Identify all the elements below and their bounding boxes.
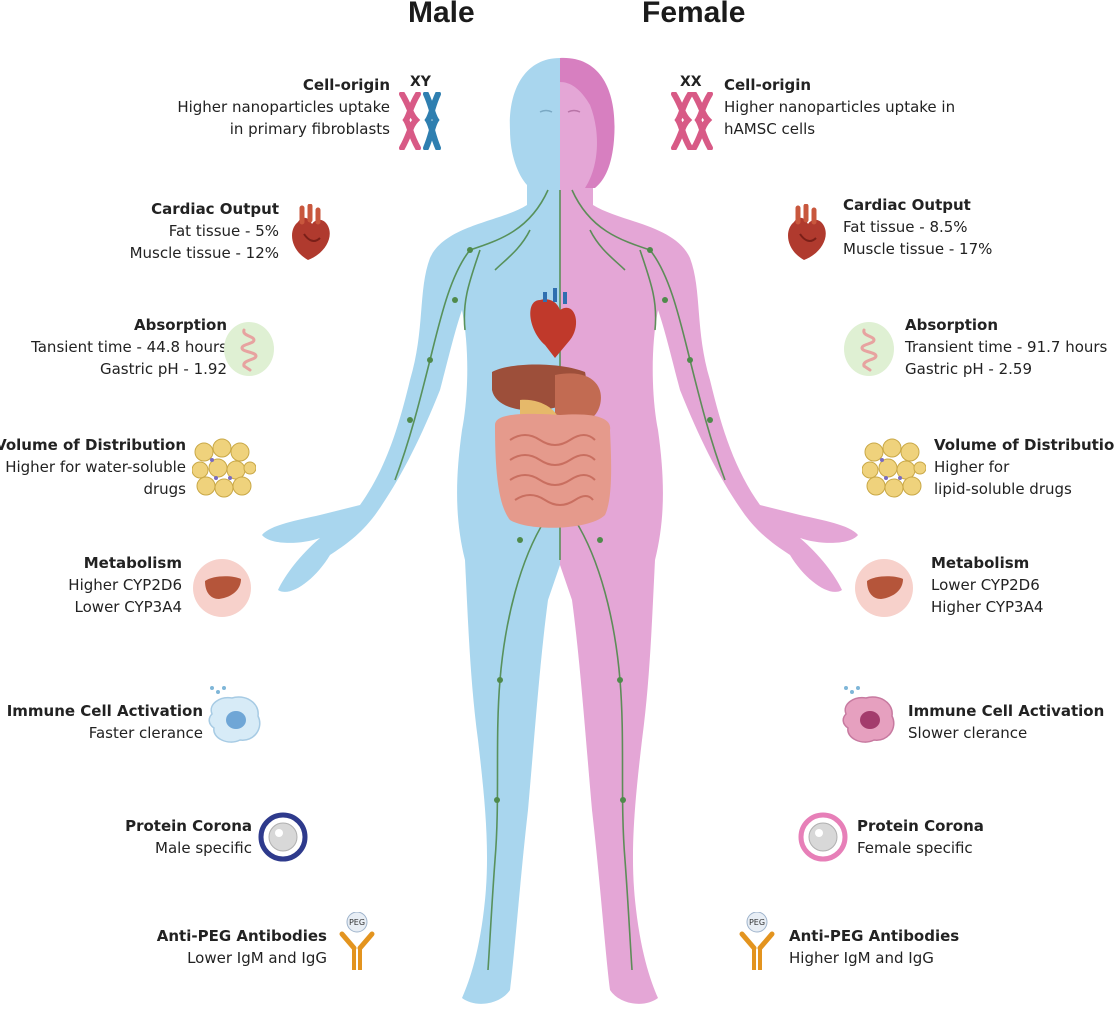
intestine-icon-female [844, 322, 894, 376]
female-antipeg-line-1: Higher IgM and IgG [789, 949, 934, 967]
male-vd-line-2: drugs [143, 480, 186, 498]
immune-cell-icon-female [842, 686, 895, 743]
female-peg-tag: PEG [749, 918, 765, 927]
female-absorption-line-1: Transient time - 91.7 hours [905, 338, 1108, 356]
male-immune-title: Immune Cell Activation [6, 702, 203, 720]
male-absorption-title: Absorption [133, 316, 227, 334]
female-volume-distribution: Volume of Distribution Higher for lipid-… [934, 434, 1114, 500]
male-peg-tag: PEG [349, 918, 365, 927]
female-corona-icon [798, 812, 848, 862]
xx-chromosome-icon [671, 92, 713, 150]
male-corona-line-1: Male specific [155, 839, 252, 857]
heart-icon [292, 204, 330, 260]
female-absorption: Absorption Transient time - 91.7 hours G… [905, 314, 1107, 380]
liver-icon [193, 559, 251, 617]
female-vd-line-2: lipid-soluble drugs [934, 480, 1072, 498]
male-antibody-icon: PEG [339, 912, 375, 970]
male-cell-origin-line-2: in primary fibroblasts [229, 120, 390, 138]
male-corona-icon [258, 812, 308, 862]
male-vd-title: Volume of Distribution [0, 436, 186, 454]
male-cell-origin-line-1: Higher nanoparticles uptake [177, 98, 390, 116]
male-cardiac-line-2: Muscle tissue - 12% [129, 244, 279, 262]
female-metabolism: Metabolism Lower CYP2D6 Higher CYP3A4 [931, 552, 1043, 618]
female-cardiac-title: Cardiac Output [843, 196, 971, 214]
female-antipeg-title: Anti-PEG Antibodies [789, 927, 960, 945]
male-immune: Immune Cell Activation Faster clerance [7, 700, 203, 744]
male-absorption-line-1: Tansient time - 44.8 hours [31, 338, 227, 356]
male-metabolism-title: Metabolism [83, 554, 182, 572]
male-immune-line-1: Faster clerance [88, 724, 203, 742]
male-cardiac-output: Cardiac Output Fat tissue - 5% Muscle ti… [130, 198, 279, 264]
male-corona-title: Protein Corona [125, 817, 252, 835]
female-cell-origin: Cell-origin Higher nanoparticles uptake … [724, 74, 955, 140]
xy-chromosome-icon [399, 92, 441, 150]
female-vd-title: Volume of Distribution [934, 436, 1114, 454]
male-protein-corona: Protein Corona Male specific [125, 815, 252, 859]
female-corona-line-1: Female specific [857, 839, 973, 857]
intestine-icon [224, 322, 274, 376]
male-anti-peg: Anti-PEG Antibodies Lower IgM and IgG [157, 925, 327, 969]
male-cardiac-line-1: Fat tissue - 5% [168, 222, 279, 240]
female-antibody-icon: PEG [739, 912, 775, 970]
female-immune-title: Immune Cell Activation [908, 702, 1105, 720]
intestines-organ [495, 413, 612, 528]
adipose-cells-icon-female [862, 438, 926, 498]
female-heading: Female [642, 0, 746, 29]
heart-icon-female [788, 204, 826, 260]
male-metabolism: Metabolism Higher CYP2D6 Lower CYP3A4 [68, 552, 182, 618]
female-chromosome-label: XX [680, 74, 702, 90]
female-immune: Immune Cell Activation Slower clerance [908, 700, 1104, 744]
male-antipeg-title: Anti-PEG Antibodies [156, 927, 327, 945]
adipose-cells-icon [192, 438, 256, 498]
female-protein-corona: Protein Corona Female specific [857, 815, 984, 859]
male-absorption-line-2: Gastric pH - 1.92 [99, 360, 227, 378]
female-cardiac-line-2: Muscle tissue - 17% [843, 240, 993, 258]
female-metabolism-line-2: Higher CYP3A4 [931, 598, 1044, 616]
male-metabolism-line-1: Higher CYP2D6 [68, 576, 182, 594]
female-cardiac-line-1: Fat tissue - 8.5% [843, 218, 968, 236]
male-antipeg-line-1: Lower IgM and IgG [187, 949, 327, 967]
male-volume-distribution: Volume of Distribution Higher for water-… [0, 434, 186, 500]
male-cell-origin-title: Cell-origin [302, 76, 390, 94]
male-chromosome-label: XY [410, 74, 431, 90]
female-absorption-title: Absorption [905, 316, 999, 334]
liver-icon-female [855, 559, 913, 617]
female-cell-origin-title: Cell-origin [724, 76, 812, 94]
male-cardiac-title: Cardiac Output [151, 200, 279, 218]
female-cell-origin-line-2: hAMSC cells [724, 120, 816, 138]
female-vd-line-1: Higher for [934, 458, 1010, 476]
female-absorption-line-2: Gastric pH - 2.59 [905, 360, 1033, 378]
female-metabolism-title: Metabolism [931, 554, 1030, 572]
female-cardiac-output: Cardiac Output Fat tissue - 8.5% Muscle … [843, 194, 992, 260]
immune-cell-icon [208, 686, 261, 743]
female-anti-peg: Anti-PEG Antibodies Higher IgM and IgG [789, 925, 959, 969]
female-metabolism-line-1: Lower CYP2D6 [931, 576, 1040, 594]
heart-organ [530, 288, 577, 358]
male-cell-origin: Cell-origin Higher nanoparticles uptake … [177, 74, 390, 140]
female-corona-title: Protein Corona [857, 817, 984, 835]
female-cell-origin-line-1: Higher nanoparticles uptake in [724, 98, 956, 116]
male-absorption: Absorption Tansient time - 44.8 hours Ga… [31, 314, 227, 380]
male-metabolism-line-2: Lower CYP3A4 [74, 598, 182, 616]
male-heading: Male [408, 0, 475, 29]
male-vd-line-1: Higher for water-soluble [5, 458, 186, 476]
female-immune-line-1: Slower clerance [908, 724, 1028, 742]
